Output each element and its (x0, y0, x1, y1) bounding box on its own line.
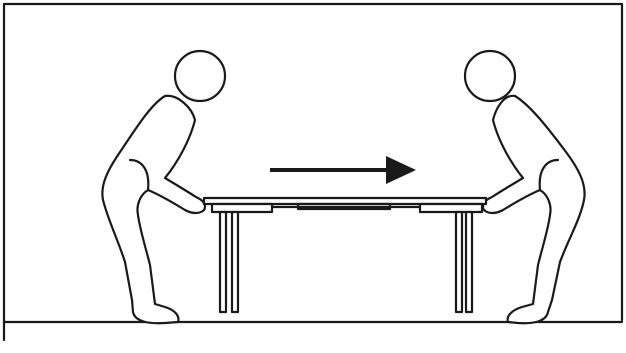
person-left-icon (102, 51, 225, 323)
table-icon (204, 198, 486, 312)
arrow-right-icon (270, 156, 416, 184)
person-right-icon (465, 51, 585, 323)
